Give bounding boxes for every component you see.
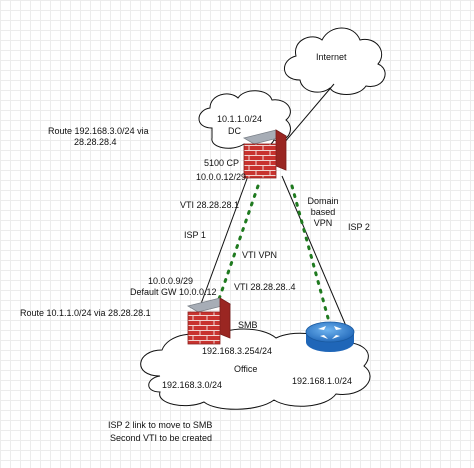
isp2-link [281,175,353,341]
dc-subnet-label: 10.1.1.0/24 [217,114,263,124]
dc-route-line1: Route 192.168.3.0/24 via [48,126,149,136]
cp-subnet-label: 10.0.0.12/29 [196,172,247,182]
smb-firewall-icon[interactable] [186,297,232,345]
isp1-label: ISP 1 [184,230,206,240]
vti-vpn-label: VTI VPN [242,250,278,260]
cp-label: 5100 CP [204,158,240,168]
note-line1: ISP 2 link to move to SMB [108,420,213,430]
vti-smb-label: VTI 28.28.28..4 [234,282,296,292]
domain-vpn-line1: Domain [307,196,339,206]
isp2-label: ISP 2 [348,222,370,232]
note-line2: Second VTI to be created [110,433,213,443]
dc-label: DC [228,126,241,136]
office-net-a-label: 192.168.3.0/24 [162,380,223,390]
office-net-b-label: 192.168.1.0/24 [292,376,353,386]
isp1-link [197,175,249,313]
office-router-icon[interactable] [305,321,355,352]
internet-label: Internet [316,52,347,62]
vti-dc-label: VTI 28.28.28.1 [180,200,240,210]
office-label: Office [234,364,258,374]
smb-label: SMB [238,320,258,330]
vti-vpn-tunnel [216,184,260,304]
dc-route-line2: 28.28.28.4 [74,137,117,147]
smb-gateway-label: Default GW 10.0.0.12 [130,287,217,297]
dc-internet-link [277,83,335,151]
domain-vpn-line2: based [310,207,336,217]
domain-vpn-label: Domain based VPN [306,196,340,229]
smb-lan-ip-label: 192.168.3.254/24 [202,346,273,356]
smb-route-label: Route 10.1.1.0/24 via 28.28.28.1 [20,308,151,318]
smb-subnet-label: 10.0.0.9/29 [148,276,194,286]
internet-cloud [284,27,386,95]
domain-vpn-line3: VPN [313,218,333,228]
dc-firewall-icon[interactable] [242,129,288,179]
